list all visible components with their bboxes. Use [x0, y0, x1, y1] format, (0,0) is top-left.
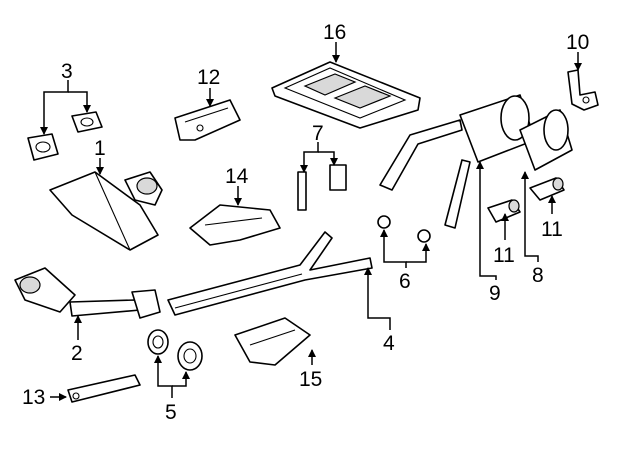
part-15-shield[interactable]	[234, 317, 311, 366]
part-11-exhaust-tip-left[interactable]	[487, 199, 521, 223]
part-1-catalytic-converter[interactable]	[49, 171, 163, 251]
callout-6: 6	[399, 270, 411, 293]
callout-1: 1	[94, 137, 106, 160]
part-5-gaskets[interactable]	[147, 329, 203, 371]
part-16-heat-shield[interactable]	[271, 61, 421, 129]
leader-lines	[40, 42, 582, 401]
part-10-hanger-bracket[interactable]	[567, 69, 599, 111]
callout-16: 16	[323, 21, 346, 44]
callout-4: 4	[383, 332, 395, 355]
callout-3: 3	[61, 60, 73, 83]
callout-7: 7	[312, 122, 324, 145]
part-12-shield[interactable]	[174, 99, 241, 141]
part-8-muffler[interactable]	[519, 109, 573, 171]
part-7-clamps[interactable]	[297, 164, 347, 211]
part-11-exhaust-tip-right[interactable]	[529, 177, 565, 201]
callout-11-left: 11	[493, 244, 515, 267]
callout-10: 10	[566, 31, 589, 54]
callout-13: 13	[22, 386, 45, 409]
callout-5: 5	[165, 401, 177, 424]
callout-11-right: 11	[541, 218, 563, 241]
part-9-muffler[interactable]	[379, 94, 536, 229]
part-14-shield[interactable]	[189, 204, 281, 246]
part-13-brace[interactable]	[67, 374, 141, 403]
callout-15: 15	[299, 368, 322, 391]
callout-8: 8	[532, 264, 544, 287]
callout-labels: 16 10 3 12 1 7 14 2 4 6 9 8 11 11 13 5 1…	[22, 21, 589, 424]
part-6-hangers[interactable]	[377, 215, 431, 243]
callout-9: 9	[489, 282, 501, 305]
part-3-gaskets[interactable]	[27, 111, 103, 161]
callout-14: 14	[225, 165, 249, 188]
part-4-y-pipe[interactable]	[167, 231, 373, 316]
part-2-front-pipe[interactable]	[14, 267, 161, 319]
callout-12: 12	[197, 66, 220, 89]
callout-2: 2	[71, 342, 83, 365]
